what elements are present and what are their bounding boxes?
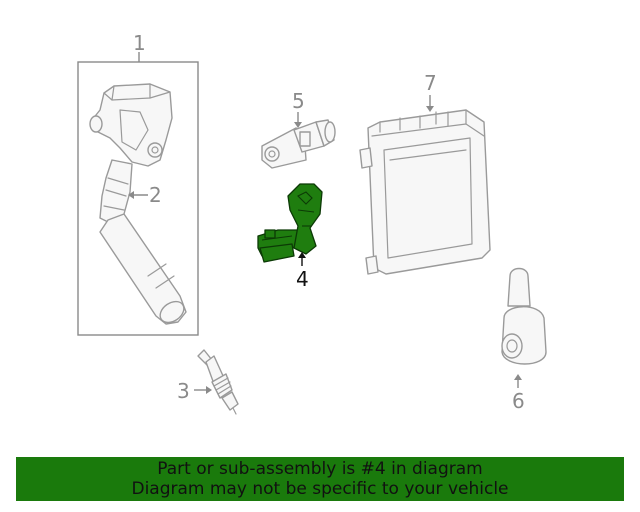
- ignition-coil-group: [77, 52, 199, 336]
- spark-plug: [197, 349, 239, 415]
- disclaimer-banner: Part or sub-assembly is #4 in diagram Di…: [16, 457, 624, 501]
- knock-sensor: [501, 267, 547, 365]
- banner-line-2: Diagram may not be specific to your vehi…: [131, 479, 509, 499]
- engine-control-module: [359, 109, 491, 275]
- callout-4: 4: [296, 267, 309, 291]
- callout-2: 2: [149, 183, 162, 207]
- callout-7: 7: [424, 71, 437, 95]
- callout-3: 3: [177, 379, 190, 403]
- callout-6: 6: [512, 389, 525, 413]
- callout-1: 1: [133, 31, 146, 55]
- camshaft-sensor: [261, 119, 336, 169]
- highlighted-sensor[interactable]: [257, 183, 323, 263]
- group-box: [77, 61, 199, 336]
- banner-line-1: Part or sub-assembly is #4 in diagram: [157, 459, 483, 479]
- callout-5: 5: [292, 89, 305, 113]
